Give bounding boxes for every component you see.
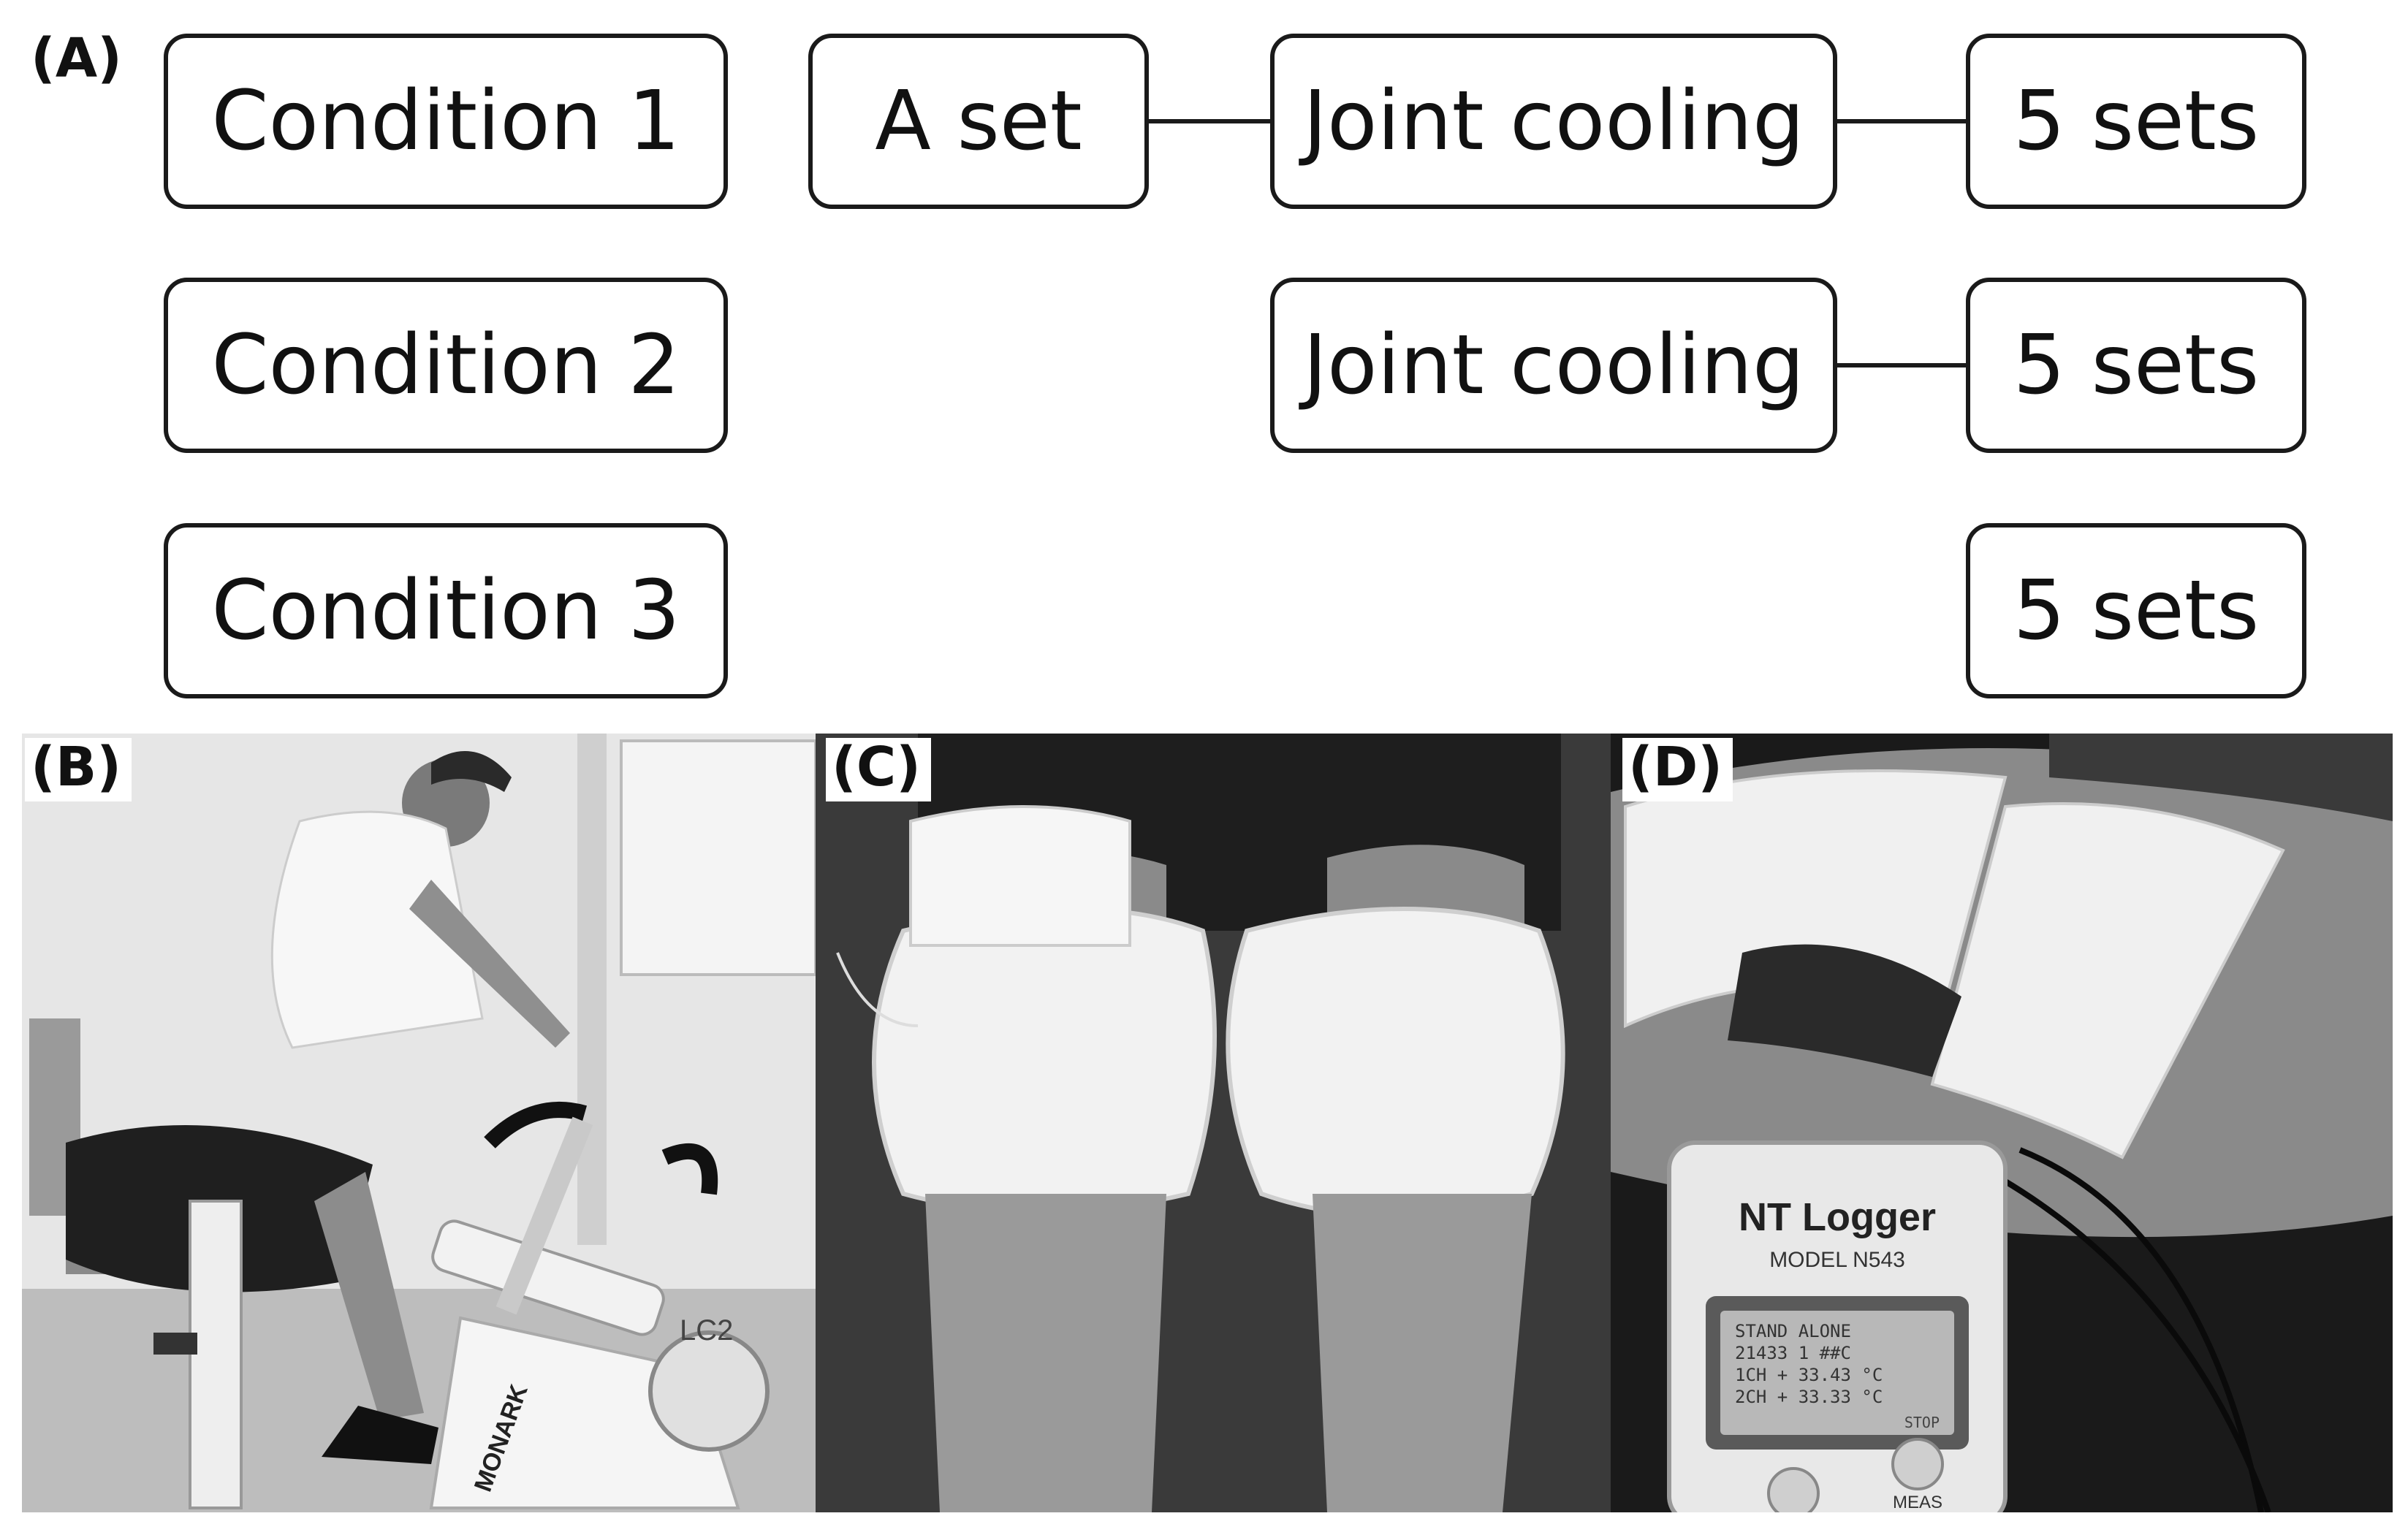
lcd-line-2: 21433 1 ##C	[1735, 1343, 1851, 1363]
meas-button-text: MEAS	[1893, 1493, 1942, 1512]
photo-cycling-exercise: MONARK LC2	[22, 734, 816, 1512]
connector-a-set-to-cooling	[1149, 119, 1270, 123]
a-set-label: A set	[875, 74, 1082, 169]
photo-temperature-logger: NT Logger MODEL N543 STAND ALONE 21433 1…	[1611, 734, 2393, 1512]
condition-2-label: Condition 2	[211, 318, 680, 413]
joint-cooling-box-2: Joint cooling	[1270, 278, 1837, 453]
lcd-line-4: 2CH + 33.33 °C	[1735, 1387, 1883, 1407]
condition-3-label: Condition 3	[211, 563, 680, 658]
five-sets-label-3: 5 sets	[2013, 563, 2260, 658]
five-sets-box-3: 5 sets	[1966, 523, 2306, 698]
logger-title-text: NT Logger	[1739, 1195, 1936, 1239]
joint-cooling-box-1: Joint cooling	[1270, 34, 1837, 209]
condition-1-box: Condition 1	[164, 34, 728, 209]
photo-knee-cooling	[816, 734, 1611, 1512]
condition-2-box: Condition 2	[164, 278, 728, 453]
joint-cooling-label-1: Joint cooling	[1302, 74, 1805, 169]
five-sets-box-1: 5 sets	[1966, 34, 2306, 209]
logger-model-text: MODEL N543	[1769, 1248, 1905, 1272]
five-sets-label-2: 5 sets	[2013, 318, 2260, 413]
condition-1-label: Condition 1	[211, 74, 680, 169]
condition-3-box: Condition 3	[164, 523, 728, 698]
a-set-box: A set	[808, 34, 1149, 209]
lcd-line-3: 1CH + 33.43 °C	[1735, 1365, 1883, 1385]
panel-label-b: (B)	[25, 737, 132, 802]
five-sets-box-2: 5 sets	[1966, 278, 2306, 453]
panel-label-c: (C)	[826, 737, 931, 802]
panel-label-d: (D)	[1622, 737, 1733, 802]
lcd-line-1: STAND ALONE	[1735, 1321, 1851, 1341]
panel-label-a: (A)	[25, 28, 132, 94]
five-sets-label-1: 5 sets	[2013, 74, 2260, 169]
joint-cooling-label-2: Joint cooling	[1302, 318, 1805, 413]
lcd-stop-text: STOP	[1904, 1414, 1940, 1431]
connector-cooling-to-sets-2	[1837, 363, 1966, 367]
connector-cooling-to-sets-1	[1837, 119, 1966, 123]
bike-model-text: LC2	[680, 1314, 733, 1347]
